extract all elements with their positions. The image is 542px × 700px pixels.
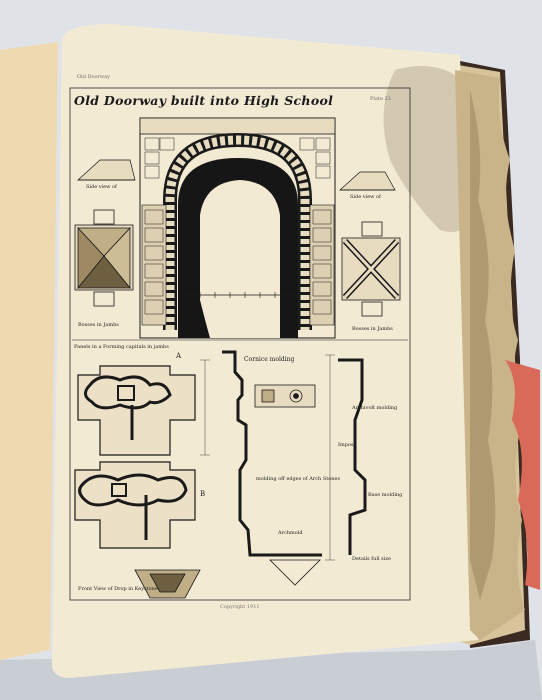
dimension-lines-left	[200, 359, 210, 456]
label-base-molding: Base molding	[368, 492, 403, 498]
damaged-edge-dark	[470, 90, 496, 600]
label-side-view-right: Side view of	[350, 194, 381, 200]
label-impost: Impost	[338, 442, 356, 448]
archway-elevation	[139, 117, 336, 339]
cornice-box	[254, 384, 316, 408]
label-panel-b: B	[200, 490, 206, 498]
label-archmold: Archmold	[278, 530, 303, 536]
water-stain	[383, 66, 480, 232]
header-right: Plate 23	[370, 96, 391, 102]
header-left: Old Doorway	[77, 74, 110, 80]
plate-border	[69, 87, 411, 601]
label-panel-a: A	[176, 352, 182, 360]
printer-credit: Copyright 1911	[220, 604, 260, 610]
label-details: Details full size	[352, 556, 391, 562]
archmold-base	[269, 559, 321, 586]
label-front-view-drop: Front View of Drop in Keystone	[78, 586, 158, 592]
keystone-drop	[134, 569, 201, 599]
boss-left	[74, 209, 134, 307]
label-bosses-right: Bosses in Jambs	[352, 326, 393, 332]
panel-b	[74, 461, 196, 549]
plate-title: Old Doorway built into High School	[74, 93, 334, 108]
side-view-right	[339, 171, 396, 191]
label-bosses-left: Bosses in Jambs	[78, 322, 119, 328]
boss-right	[341, 221, 401, 317]
label-side-view-left: Side view of	[86, 184, 117, 190]
book-shadow	[0, 640, 542, 700]
panel-a	[77, 365, 196, 456]
molding-profile	[222, 350, 367, 557]
label-panels-caption: Panels in a Forming capitals in jambs	[74, 344, 169, 350]
scale-bar	[184, 290, 301, 300]
left-page	[0, 42, 58, 660]
dimension-lines-right	[325, 354, 335, 561]
label-archivolt-molding: Archivolt molding	[352, 405, 398, 411]
bookmark-ribbon	[505, 360, 540, 590]
label-cornice-molding: Cornice molding	[244, 356, 295, 363]
side-view-left	[77, 159, 136, 181]
label-molding-edges: molding off edges of Arch Stones	[256, 476, 341, 482]
